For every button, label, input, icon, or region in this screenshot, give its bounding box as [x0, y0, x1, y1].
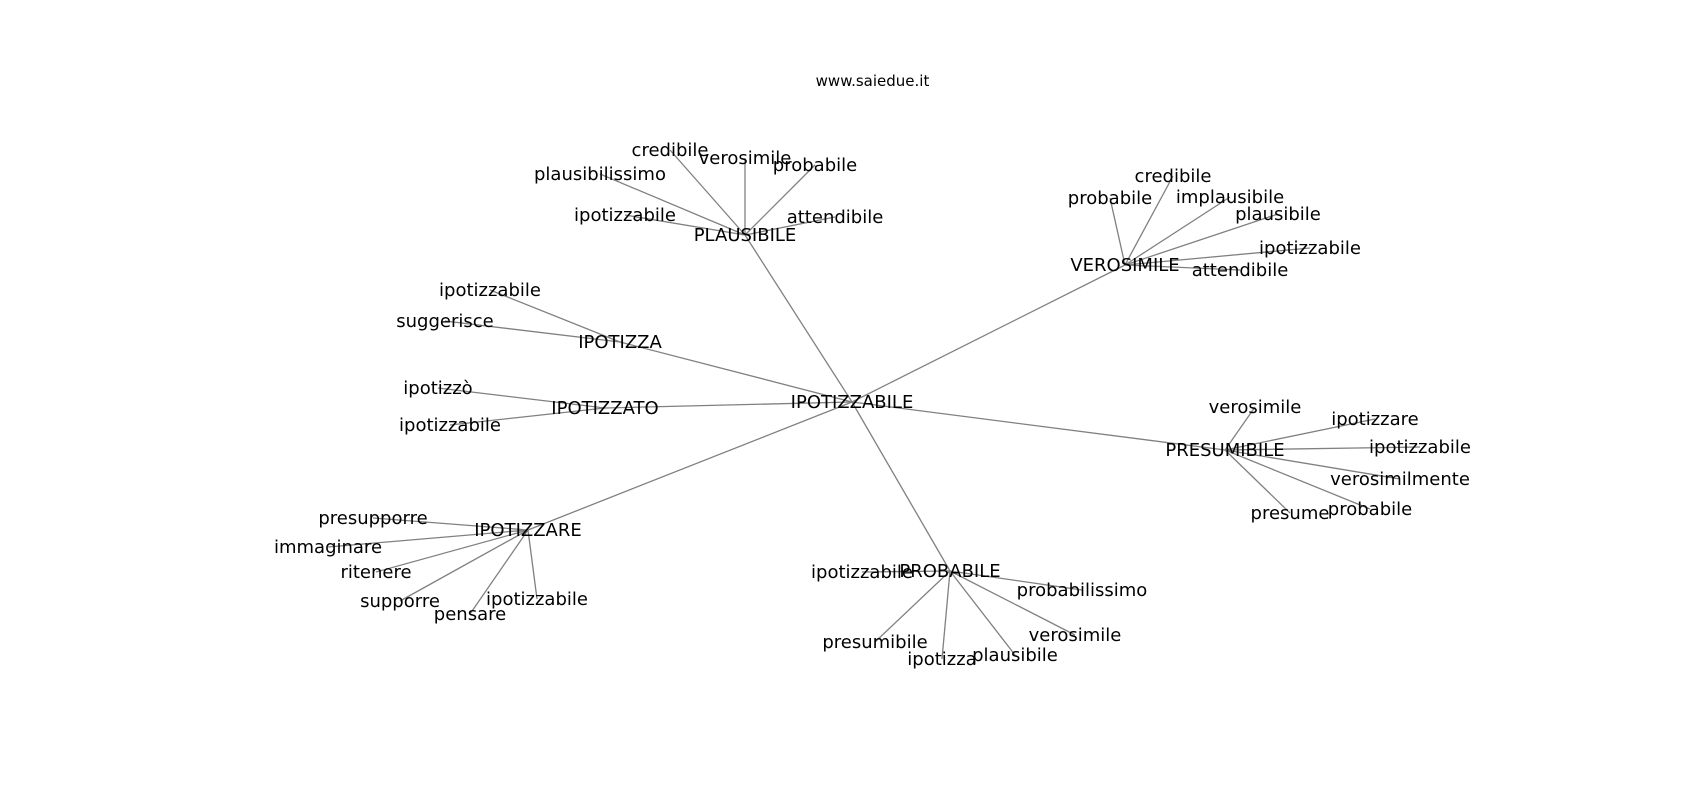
edge-plausibile-credibile — [669, 149, 746, 236]
group-node-label: PROBABILE — [899, 561, 1000, 582]
leaf-node-label: ipotizzabile — [574, 205, 676, 226]
edge-verosimile-plausibile — [1124, 213, 1279, 266]
leaf-node-label: probabile — [1328, 499, 1412, 520]
edge-plausibile-attendibile — [744, 216, 836, 236]
leaf-node-label: ipotizzabile — [399, 415, 501, 436]
leaf-node-label: probabile — [773, 155, 857, 176]
leaf-node-label: ipotizza — [907, 649, 976, 670]
group-node-label: PRESUMIBILE — [1165, 440, 1284, 461]
edge-probabile-plausibile — [949, 570, 1016, 656]
edge-ipotizza-suggerisce — [444, 320, 621, 343]
edge-ipotizzare-supporre — [399, 529, 529, 602]
edge-verosimile-credibile — [1124, 175, 1174, 266]
edge-root-ipotizzato — [604, 401, 853, 409]
leaf-node-label: immaginare — [274, 537, 382, 558]
leaf-node-label: presumibile — [822, 632, 927, 653]
edge-presumibile-verosimile — [1224, 406, 1256, 451]
leaf-node-label: plausibile — [972, 645, 1058, 666]
graph-edges — [327, 149, 1421, 660]
edge-ipotizzare-immaginare — [327, 529, 529, 548]
leaf-node-label: ritenere — [340, 562, 411, 583]
leaf-node-label: ipotizzabile — [486, 589, 588, 610]
leaf-node-label: credibile — [632, 140, 709, 161]
leaf-node-label: ipotizzabile — [811, 562, 913, 583]
group-node-label: IPOTIZZA — [578, 332, 662, 353]
edge-presumibile-ipotizzabile — [1224, 446, 1421, 451]
site-url-label: www.saiedue.it — [815, 72, 930, 90]
edge-presumibile-probabile — [1224, 449, 1371, 510]
leaf-node-label: ipotizzabile — [1369, 437, 1471, 458]
edge-root-presumibile — [851, 401, 1226, 451]
leaf-node-label: verosimilmente — [1330, 469, 1470, 490]
graph-labels: IPOTIZZABILEPLAUSIBILEcredibileverosimil… — [274, 140, 1471, 670]
edge-ipotizza-ipotizzabile — [489, 289, 621, 343]
edge-probabile-ipotizzabile — [861, 570, 951, 573]
leaf-node-label: attendibile — [787, 207, 884, 228]
leaf-node-label: presume — [1251, 503, 1330, 524]
edge-plausibile-ipotizzabile — [624, 214, 746, 236]
leaf-node-label: pensare — [434, 604, 506, 625]
edge-probabile-verosimile — [949, 570, 1076, 636]
edge-root-verosimile — [851, 264, 1126, 403]
edge-verosimile-ipotizzabile — [1124, 247, 1311, 266]
leaf-node-label: probabile — [1068, 188, 1152, 209]
edge-ipotizzare-ritenere — [375, 529, 529, 573]
edge-ipotizzare-ipotizzabile — [527, 529, 538, 600]
leaf-node-label: ipotizzabile — [439, 280, 541, 301]
edge-presumibile-presume — [1224, 449, 1291, 514]
group-node-label: IPOTIZZARE — [474, 520, 582, 541]
root-node-label: IPOTIZZABILE — [791, 392, 914, 413]
edge-ipotizzato-ipotizzabile — [449, 407, 606, 426]
edge-presumibile-ipotizzare — [1224, 418, 1376, 451]
edge-ipotizzato-ipotizzò — [437, 387, 606, 409]
leaf-node-label: suggerisce — [396, 311, 493, 332]
leaf-node-label: implausibile — [1176, 187, 1284, 208]
group-node-label: IPOTIZZATO — [551, 398, 658, 419]
leaf-node-label: ipotizzare — [1331, 409, 1419, 430]
leaf-node-label: ipotizzabile — [1259, 238, 1361, 259]
edge-probabile-ipotizza — [941, 570, 951, 660]
edge-verosimile-implausibile — [1124, 196, 1231, 266]
leaf-node-label: probabilissimo — [1017, 580, 1148, 601]
edge-verosimile-probabile — [1109, 197, 1126, 266]
leaf-node-label: plausibilissimo — [534, 164, 666, 185]
edge-presumibile-verosimilmente — [1224, 449, 1401, 480]
group-node-label: VEROSIMILE — [1070, 255, 1179, 276]
edge-ipotizzare-pensare — [469, 529, 529, 615]
leaf-node-label: attendibile — [1192, 260, 1289, 281]
leaf-node-label: credibile — [1135, 166, 1212, 187]
edge-root-plausibile — [744, 234, 853, 403]
edge-root-probabile — [851, 401, 951, 572]
leaf-node-label: verosimile — [1029, 625, 1122, 646]
edge-verosimile-attendibile — [1124, 264, 1241, 271]
leaf-node-label: verosimile — [1209, 397, 1302, 418]
leaf-node-label: ipotizzò — [403, 378, 472, 399]
edge-probabile-probabilissimo — [949, 570, 1083, 591]
edge-plausibile-probabile — [744, 164, 816, 236]
leaf-node-label: supporre — [360, 591, 440, 612]
group-node-label: PLAUSIBILE — [694, 225, 797, 246]
leaf-node-label: presupporre — [318, 508, 427, 529]
edge-root-ipotizzare — [527, 401, 853, 531]
leaf-node-label: plausibile — [1235, 204, 1321, 225]
leaf-node-label: verosimile — [699, 148, 792, 169]
edge-ipotizzare-presupporre — [372, 517, 529, 531]
edge-probabile-presumibile — [874, 570, 951, 643]
edge-plausibile-plausibilissimo — [599, 173, 746, 236]
edge-root-ipotizza — [619, 341, 853, 403]
